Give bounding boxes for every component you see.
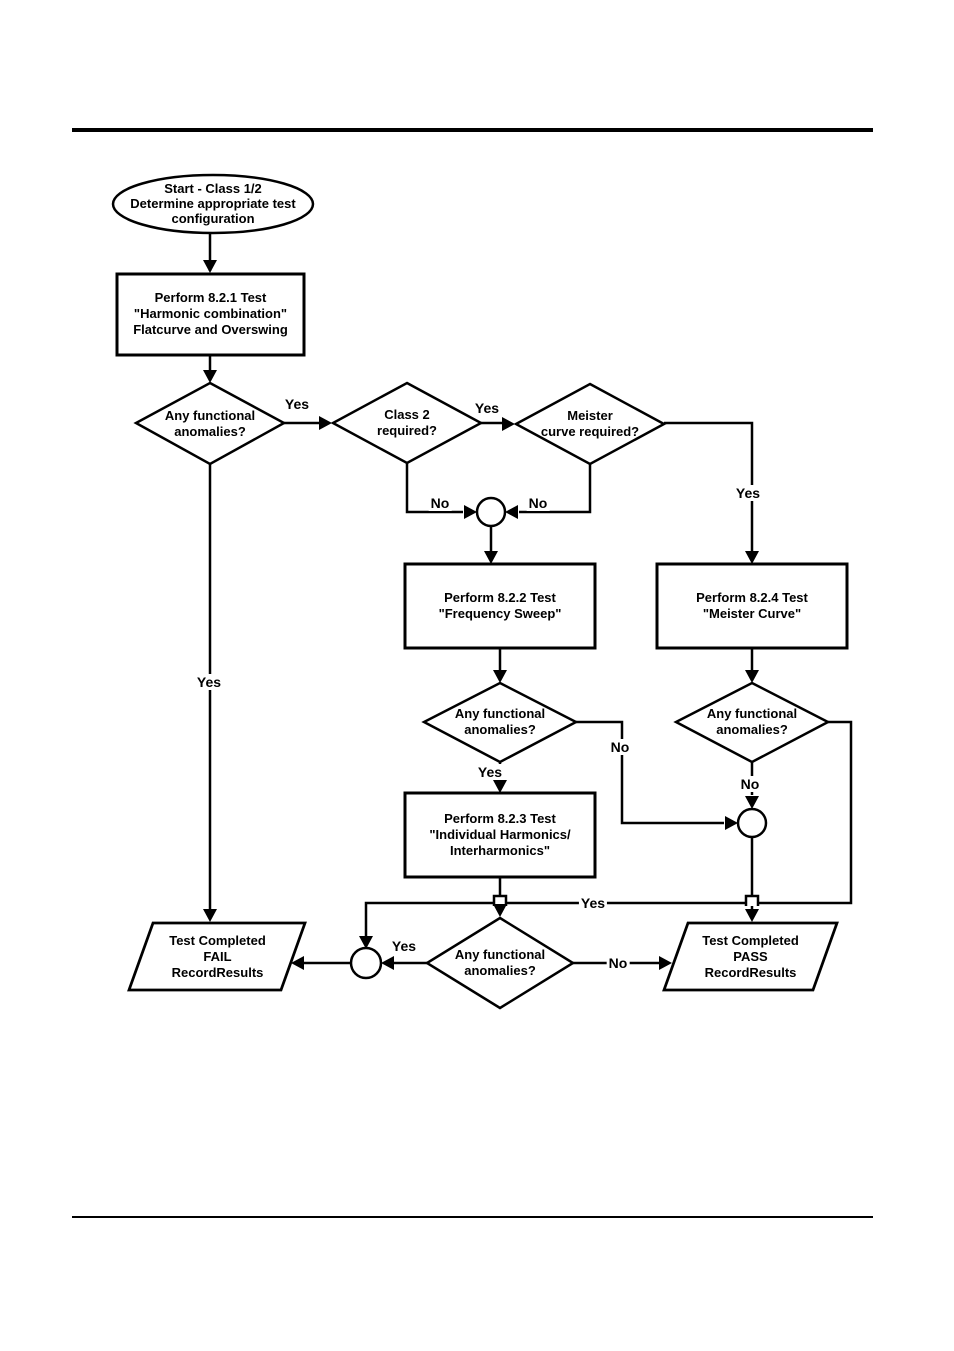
edge-label-yes-anomalies1-fail: Yes — [194, 674, 224, 690]
edge-label-no-class2: No — [428, 495, 452, 511]
start-terminator-shape — [111, 173, 315, 235]
arrowheads — [203, 260, 759, 970]
arrowhead-into-class2 — [319, 416, 332, 430]
edge-label-no-anomalies3: No — [738, 776, 762, 792]
arrowhead-into-fail-top — [203, 909, 217, 922]
edge-label-yes-meister: Yes — [733, 485, 763, 501]
process-8-2-2-shape — [403, 562, 597, 650]
arrowhead-into-pass-side — [659, 956, 672, 970]
arrowhead-into-anomalies3 — [745, 670, 759, 683]
edge-label-yes-anomalies3: Yes — [578, 895, 608, 911]
edge-anomalies3-yes-to-junction3 — [364, 720, 853, 944]
arrowhead-into-anomalies2 — [493, 670, 507, 683]
arrowhead-into-822 — [484, 551, 498, 564]
process-8-2-2-label: Perform 8.2.2 Test "Frequency Sweep" — [438, 590, 562, 621]
decision-anomalies-1-label: Any functional anomalies? — [164, 408, 256, 439]
arrowhead-into-824 — [745, 551, 759, 564]
decision-anomalies-3-label: Any functional anomalies? — [706, 706, 798, 737]
flow-edges-below-hops — [498, 906, 754, 911]
edge-label-no-meister: No — [526, 495, 550, 511]
edge-class2-no-to-junction1 — [405, 463, 463, 514]
decision-meister-label: Meister curve required? — [540, 408, 640, 439]
edge-label-yes-class2: Yes — [472, 400, 502, 416]
edge-label-yes-anomalies1: Yes — [282, 396, 312, 412]
arrowhead-into-821 — [203, 260, 217, 273]
decision-anomalies-2-shape — [421, 681, 579, 764]
edge-label-no-anomalies2: No — [608, 739, 632, 755]
header-rule — [72, 128, 873, 132]
edge-label-no-anomalies4: No — [606, 955, 630, 971]
decision-meister-shape — [513, 382, 667, 466]
decision-anomalies-1-shape — [133, 381, 287, 466]
process-8-2-3-label: Perform 8.2.3 Test "Individual Harmonics… — [429, 811, 571, 858]
arrowhead-into-fail-side — [291, 956, 304, 970]
arrowhead-anomalies3-into-junction2 — [745, 796, 759, 809]
junction-3-connector — [349, 946, 383, 980]
footer-rule — [72, 1216, 873, 1218]
line-hop-823 — [492, 894, 508, 906]
arrowhead-class2-into-junction1 — [464, 505, 477, 519]
process-8-2-4-label: Perform 8.2.4 Test "Meister Curve" — [696, 590, 808, 621]
decision-anomalies-4-shape — [424, 916, 576, 1010]
decision-class-2-label: Class 2 required? — [377, 407, 437, 438]
process-8-2-3-shape — [403, 791, 597, 879]
flow-shapes — [111, 173, 849, 1010]
process-8-2-4-shape — [655, 562, 849, 650]
output-pass-shape — [662, 921, 839, 992]
start-node-label: Start - Class 1/2 Determine appropriate … — [130, 181, 296, 226]
decision-anomalies-3-shape — [673, 681, 831, 764]
arrowhead-anomalies2-into-junction2 — [725, 816, 738, 830]
arrowhead-meister-into-junction1 — [505, 505, 518, 519]
arrowhead-into-anomalies4 — [493, 904, 507, 917]
output-pass-label: Test Completed PASS RecordResults — [702, 933, 799, 980]
arrowhead-anomalies3-into-junction3 — [359, 936, 373, 949]
junction-1-connector — [475, 496, 507, 528]
decision-anomalies-2-label: Any functional anomalies? — [454, 706, 546, 737]
arrowhead-anomalies4-into-junction3 — [381, 956, 394, 970]
edge-anomalies2-no-to-junction2 — [576, 720, 724, 825]
arrowhead-into-anomalies1 — [203, 370, 217, 383]
process-8-2-1-label: Perform 8.2.1 Test "Harmonic combination… — [133, 290, 288, 337]
edge-meister-no-to-junction1 — [519, 464, 592, 514]
output-fail-shape — [127, 921, 307, 992]
line-hop-junction2 — [744, 894, 760, 906]
decision-anomalies-4-label: Any functional anomalies? — [454, 947, 546, 978]
edge-meister-yes-to-824 — [664, 421, 754, 559]
arrowhead-into-823 — [493, 780, 507, 793]
process-8-2-1-shape — [115, 272, 306, 357]
edge-label-yes-anomalies2: Yes — [475, 764, 505, 780]
decision-class-2-shape — [330, 381, 484, 465]
arrowhead-into-meister — [502, 417, 515, 431]
arrowhead-into-pass-top — [745, 909, 759, 922]
edge-label-yes-anomalies4: Yes — [389, 938, 419, 954]
junction-2-connector — [736, 807, 768, 839]
line-hops — [492, 894, 760, 906]
output-fail-label: Test Completed FAIL RecordResults — [169, 933, 266, 980]
